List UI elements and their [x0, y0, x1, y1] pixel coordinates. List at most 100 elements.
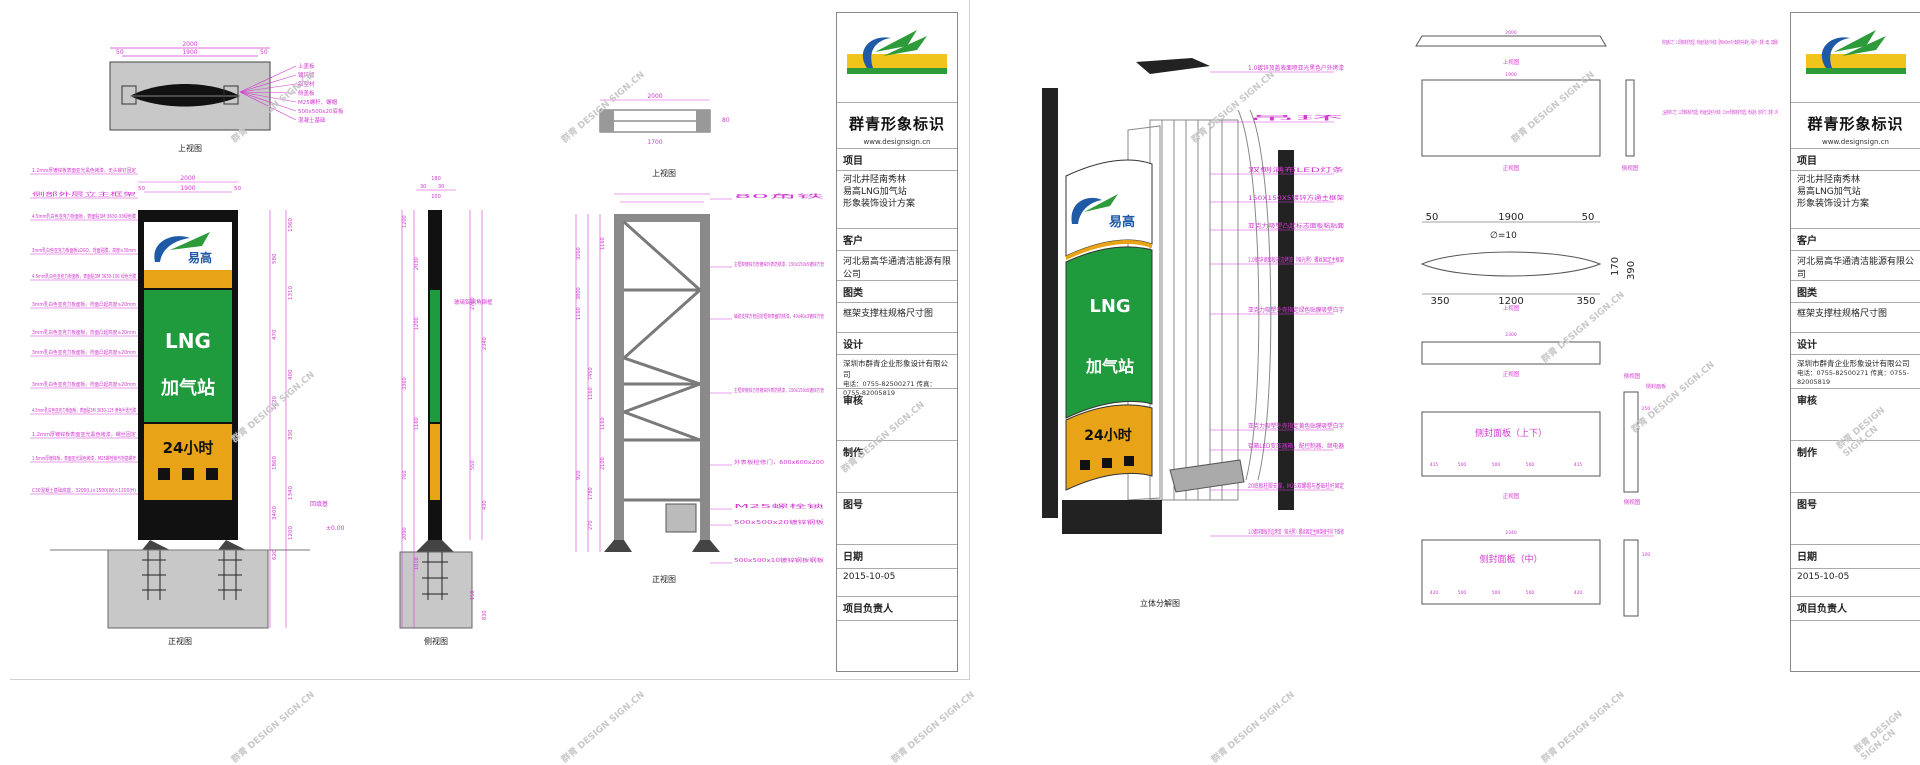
- frame-dim-4: 1780: [588, 487, 594, 500]
- watermark-text: 群青 DESIGN SIGN.CN: [1210, 690, 1297, 765]
- tb2-owner-label: 项目负责人: [1791, 597, 1920, 621]
- frame-dim-6: 1160: [576, 307, 582, 320]
- small-dim-13: 420: [1574, 590, 1583, 596]
- frame-note-7: 500x500x10镀锌钢板钢板: [734, 557, 824, 564]
- frame-note-5: M25螺栓锁: [734, 503, 824, 510]
- exploded-note-4: 亚克力吸塑凸起标志面板粘贴面: [1248, 222, 1344, 230]
- section-drawings: 侧封面板（上下） 侧封面板（中） ∅=10: [1415, 35, 1639, 617]
- frame-front-label: 正视图: [652, 574, 676, 584]
- tb1-client-label: 客户: [837, 229, 957, 251]
- big-dim-1: 1900: [1498, 212, 1523, 223]
- ground-level: ±0.00: [326, 525, 345, 532]
- side-dim-3: 100: [431, 194, 441, 200]
- frame-dims: 2000170080380074502100326017801160116011…: [575, 93, 730, 552]
- left-note-7: 3mm乳白色亚克力板面板，背面凸起高度≥20mm: [32, 349, 136, 356]
- frame-note-1: 主框架镀锌方管镀锌外表防锈漆，150x150x5镀锌方管: [734, 261, 824, 268]
- side-note: 玻璃铝钢角钢框: [454, 298, 493, 306]
- tb2-drawing-no-label: 图号: [1791, 493, 1920, 545]
- section-view-7: 侧视图: [1624, 498, 1641, 506]
- front-station-text: 加气站: [160, 377, 215, 399]
- top-view-label: 上视图: [178, 143, 202, 153]
- side-dim-8: 3360: [402, 377, 408, 390]
- exploded-note-9: 20底板柱脚支撑，M25双螺帽与基础柱杆固定: [1248, 482, 1344, 490]
- side-dim-7: 2340: [482, 337, 488, 350]
- tb1-logo-area: [837, 13, 957, 103]
- exploded-brand-text: 易高: [1109, 214, 1135, 230]
- small-dim-1: 1900: [1505, 72, 1517, 78]
- small-dim-2: 2300: [1505, 332, 1517, 338]
- front-dim-4: 1360: [288, 218, 294, 232]
- exploded-note-5: 1.0镀锌钢面板折边烤漆（哑光黑）螺丝固定主框架: [1248, 256, 1344, 264]
- right-note-1: 上盖板材料工艺：1.2厚镀锌板折弯成型，喷涂面光黑色户外烤漆；1.5mm厚镀锌板…: [1662, 109, 1778, 116]
- tb1-client-value: 河北易高华通清洁能源有限公司: [837, 251, 957, 281]
- small-dim-6: 500: [1492, 462, 1501, 468]
- section-view-5: 侧视图: [1624, 372, 1641, 380]
- frame-note-6: 500x500x20镀锌钢板: [734, 519, 824, 526]
- front-dim-1: 1900: [180, 185, 195, 192]
- frame-top-label: 上视图: [652, 168, 676, 178]
- yigao-logo-icon: [1805, 24, 1906, 80]
- frame-top-dim-0: 2000: [647, 93, 662, 100]
- tb1-project-line: 易高LNG加气站: [843, 187, 907, 197]
- front-dim-8: 400: [288, 369, 294, 380]
- front-view-sign: 易高 LNG 加气站 24小时 回填基 ±0.00 正视图: [50, 210, 345, 646]
- small-dim-11: 500: [1492, 590, 1501, 596]
- frame-dim-10: 270: [588, 520, 594, 530]
- top-note-0: 上盖板: [298, 62, 315, 70]
- exploded-notes: 1.0镀锌顶盖表面喷亚光黑色户外烤漆吊环双侧满布LED灯条150X150X5镀锌…: [1210, 64, 1344, 537]
- tb1-project-line: 形象装饰设计方案: [843, 199, 916, 209]
- big-dim-0: 50: [1426, 212, 1439, 223]
- front-dim-10: 330: [288, 429, 294, 440]
- frame-dim-7: 1160: [588, 387, 594, 400]
- tb1-type-value: 框架支撑柱规格尺寸图: [837, 303, 957, 333]
- big-dim-5: 350: [1576, 296, 1595, 307]
- top-dim-1900: 1900: [182, 49, 197, 56]
- small-dim-14: 250: [1642, 406, 1651, 412]
- side-dim-17: 1200: [414, 317, 420, 330]
- left-notes: 1.2mm厚镀锌板表面亚光黑色烤漆，无头铆钉固定侧部外层立主框架4.5mm乳白色…: [30, 167, 138, 495]
- front-dim-13: 3400: [272, 506, 278, 520]
- tb1-project-line: 河北井陉南秀林: [843, 175, 907, 185]
- side-dim-5: 2030: [414, 257, 420, 270]
- exploded-note-8: 铝箱LED变压器箱，配控制器、继电器: [1248, 442, 1344, 450]
- side-dim-4: 1200: [402, 215, 408, 228]
- top-note-3: 侧盖板: [298, 89, 315, 97]
- tb2-company-name: 群青形象标识: [1807, 115, 1904, 133]
- side-dim-14: 150: [470, 590, 476, 600]
- tb1-type-label: 图类: [837, 281, 957, 303]
- top-note-1: 镀锌管: [298, 71, 315, 79]
- big-dim-7: 390: [1626, 261, 1637, 280]
- tb1-design-company: 深圳市群青企业形象设计有限公司: [843, 359, 948, 379]
- top-note-4: M25螺杆、螺帽: [298, 98, 338, 106]
- frame-notes: 80角铁主框架镀锌方管镀锌外表防锈漆，150x150x5镀锌方管辅助支撑方管固定…: [710, 193, 824, 564]
- left-note-1: 侧部外层立主框架: [32, 191, 136, 198]
- sheet1-drawing: 2000 1900 50 50 上视图 上盖板镀锌管铝型材侧盖板M25螺杆、螺帽…: [30, 41, 824, 646]
- top-view-sign-outline: [130, 84, 240, 107]
- tb1-make-label: 制作: [837, 441, 957, 493]
- top-view: 2000 1900 50 50 上视图: [109, 41, 271, 153]
- tb1-date-value: 2015-10-05: [837, 569, 957, 597]
- frame-front-view: 正视图: [604, 214, 720, 584]
- tb2-design-label: 设计: [1791, 333, 1920, 355]
- sheet2-drawing: 易高 LNG 加气站 24小时 立体分解图 1.0镀锌顶盖表面喷亚光黑色户外烤漆…: [1042, 30, 1778, 617]
- front-dim-9: 1220: [272, 396, 278, 410]
- front-brand-text: 易高: [188, 250, 212, 265]
- small-dim-7: 500: [1526, 462, 1535, 468]
- tb2-project-label: 项目: [1791, 149, 1920, 171]
- side-view: 侧视图 玻璃铝钢角钢框: [399, 210, 493, 646]
- side-dim-6: 2700: [470, 297, 476, 310]
- front-dim-11: 1860: [272, 456, 278, 470]
- left-note-2: 4.5mm乳白色亚克力板面板，表面贴3M 3630-33绿色膜: [32, 213, 136, 220]
- exploded-note-6: 亚克力吸塑外壳指定绿色贴膜吸塑白字: [1248, 306, 1344, 314]
- small-dim-0: 2000: [1505, 30, 1517, 36]
- drawing-sheet-2: 易高 LNG 加气站 24小时 立体分解图 1.0镀锌顶盖表面喷亚光黑色户外烤漆…: [1010, 0, 1790, 680]
- side-dim-13: 1010: [414, 557, 420, 570]
- small-dim-8: 415: [1574, 462, 1583, 468]
- frame-dim-0: 3800: [576, 287, 582, 300]
- section-view-3: 上视图: [1503, 304, 1520, 312]
- radius-label: ∅=10: [1490, 231, 1517, 241]
- panel-label-top-bottom: 侧封面板（上下）: [1475, 427, 1547, 439]
- frame-dim-1: 7450: [588, 367, 594, 380]
- exploded-hours-text: 24小时: [1084, 427, 1131, 444]
